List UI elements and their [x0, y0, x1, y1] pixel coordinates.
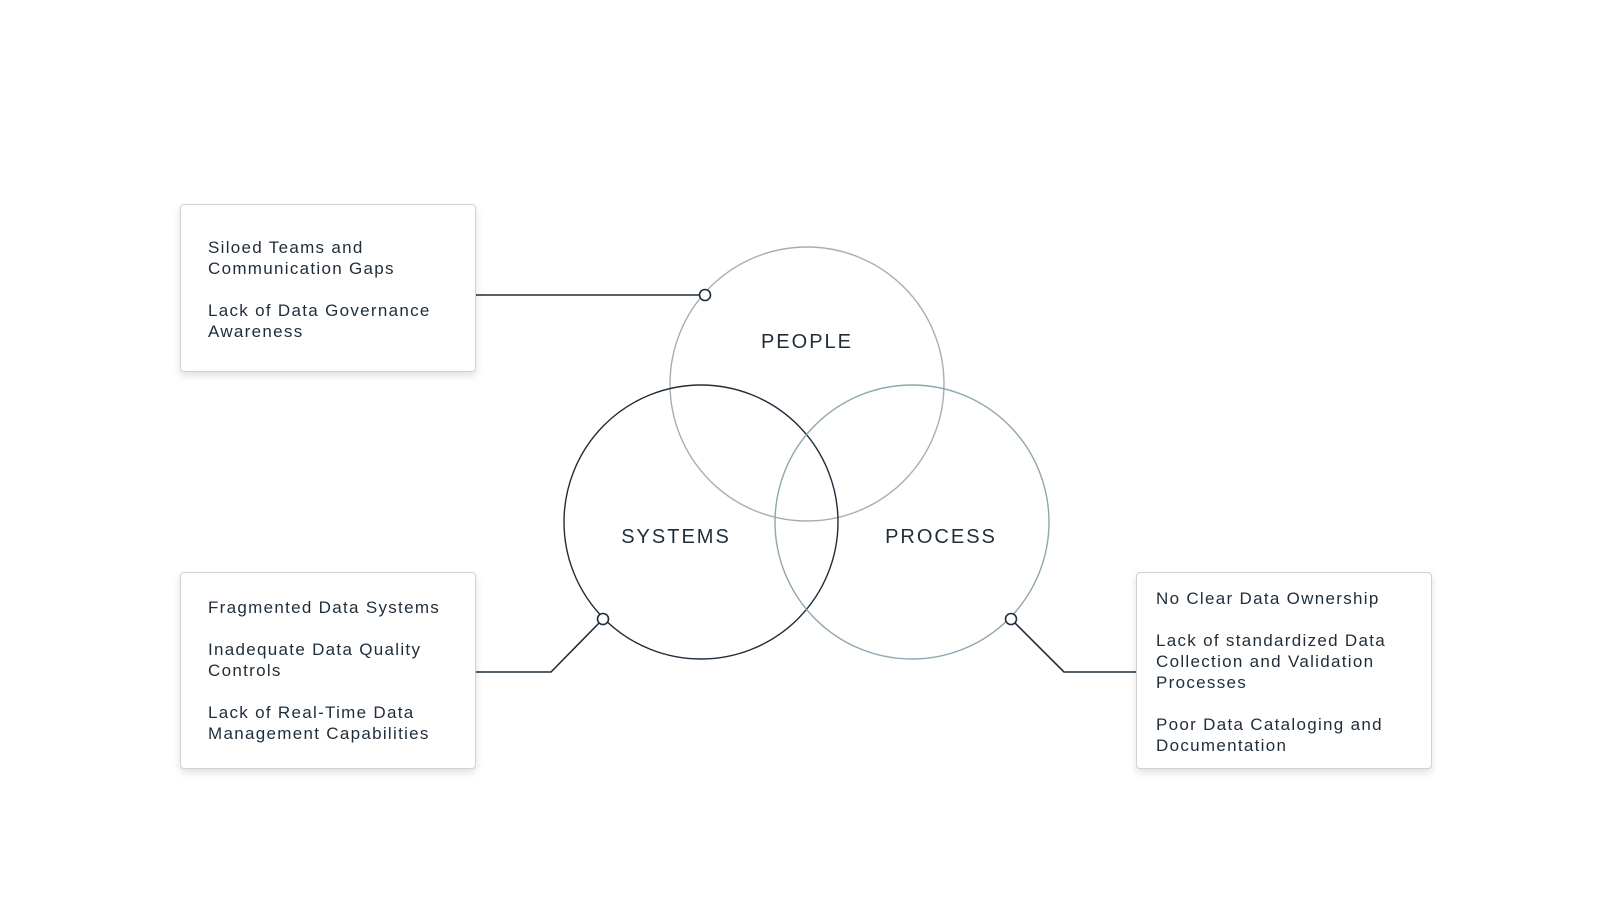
process-circle	[774, 384, 1050, 660]
card-item: No Clear Data Ownership	[1156, 589, 1380, 608]
card-item: Fragmented Data Systems	[208, 598, 441, 617]
systems-label: SYSTEMS	[621, 526, 731, 548]
systems-challenges-card: Fragmented Data Systems Inadequate Data …	[180, 572, 476, 769]
card-item: Siloed Teams and Communication Gaps	[208, 238, 395, 278]
card-item: Inadequate Data Quality Controls	[208, 640, 422, 680]
people-challenges-card: Siloed Teams and Communication Gaps Lack…	[180, 204, 476, 372]
systems-circle	[563, 384, 839, 660]
people-label: PEOPLE	[761, 331, 853, 353]
process-label: PROCESS	[885, 526, 997, 548]
process-challenges-card: No Clear Data Ownership Lack of standard…	[1136, 572, 1432, 769]
people-connector-dot	[698, 288, 712, 302]
card-item: Poor Data Cataloging and Documentation	[1156, 715, 1383, 755]
people-circle	[669, 246, 945, 522]
process-connector-dot	[1004, 612, 1018, 626]
card-item: Lack of standardized Data Collection and…	[1156, 631, 1387, 692]
process-connector-line	[1010, 618, 1136, 673]
card-item: Lack of Data Governance Awareness	[208, 301, 431, 341]
systems-connector-dot	[596, 612, 610, 626]
systems-connector-line	[476, 618, 604, 673]
card-item: Lack of Real-Time Data Management Capabi…	[208, 703, 430, 743]
